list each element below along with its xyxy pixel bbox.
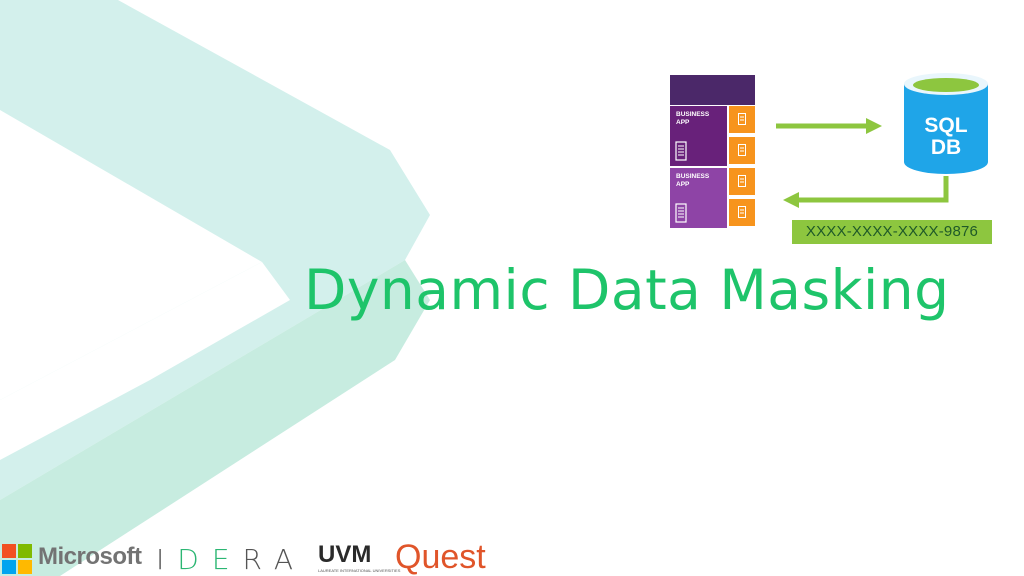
app-header-bar — [670, 75, 755, 105]
document-icon — [738, 175, 746, 187]
app-label: BUSINESS APP — [676, 111, 710, 126]
sql-database: SQL DB — [900, 70, 992, 176]
document-icon — [738, 113, 746, 125]
document-icon — [738, 144, 746, 156]
uvm-logo: UVM — [318, 541, 372, 568]
app-tile — [729, 106, 755, 133]
app-label: BUSINESS APP — [676, 173, 710, 188]
idera-logo: IDERA — [156, 545, 306, 575]
microsoft-logo-icon — [2, 544, 32, 574]
db-label-db: DB — [930, 136, 962, 159]
building-icon — [675, 203, 687, 223]
database-cylinder-icon — [904, 73, 988, 174]
response-arrow — [783, 176, 949, 208]
building-icon — [675, 141, 687, 161]
business-app-stack: BUSINESS APP BUSINESS APP — [670, 75, 757, 229]
db-label-sql: SQL — [924, 114, 968, 137]
uvm-logo-subtitle: LAUREATE INTERNATIONAL UNIVERSITIES — [318, 568, 401, 573]
idera-letter: A — [273, 543, 307, 576]
sponsor-logos: Microsoft IDERA UVM LAUREATE INTERNATION… — [0, 536, 520, 576]
app-tile — [729, 199, 755, 226]
app-tile — [729, 137, 755, 164]
idera-letter: D — [177, 543, 212, 576]
masked-card-number: XXXX-XXXX-XXXX-9876 — [792, 220, 992, 244]
business-app-panel: BUSINESS APP — [670, 168, 727, 228]
microsoft-logo-text: Microsoft — [38, 543, 142, 570]
idera-letter: R — [242, 543, 274, 576]
document-icon — [738, 206, 746, 218]
app-tile — [729, 168, 755, 195]
idera-letter: I — [156, 543, 178, 576]
idera-letter: E — [211, 543, 243, 576]
quest-logo: Quest — [395, 538, 486, 576]
business-app-panel: BUSINESS APP — [670, 106, 727, 166]
request-arrow — [776, 118, 882, 134]
page-title: Dynamic Data Masking — [304, 258, 950, 322]
